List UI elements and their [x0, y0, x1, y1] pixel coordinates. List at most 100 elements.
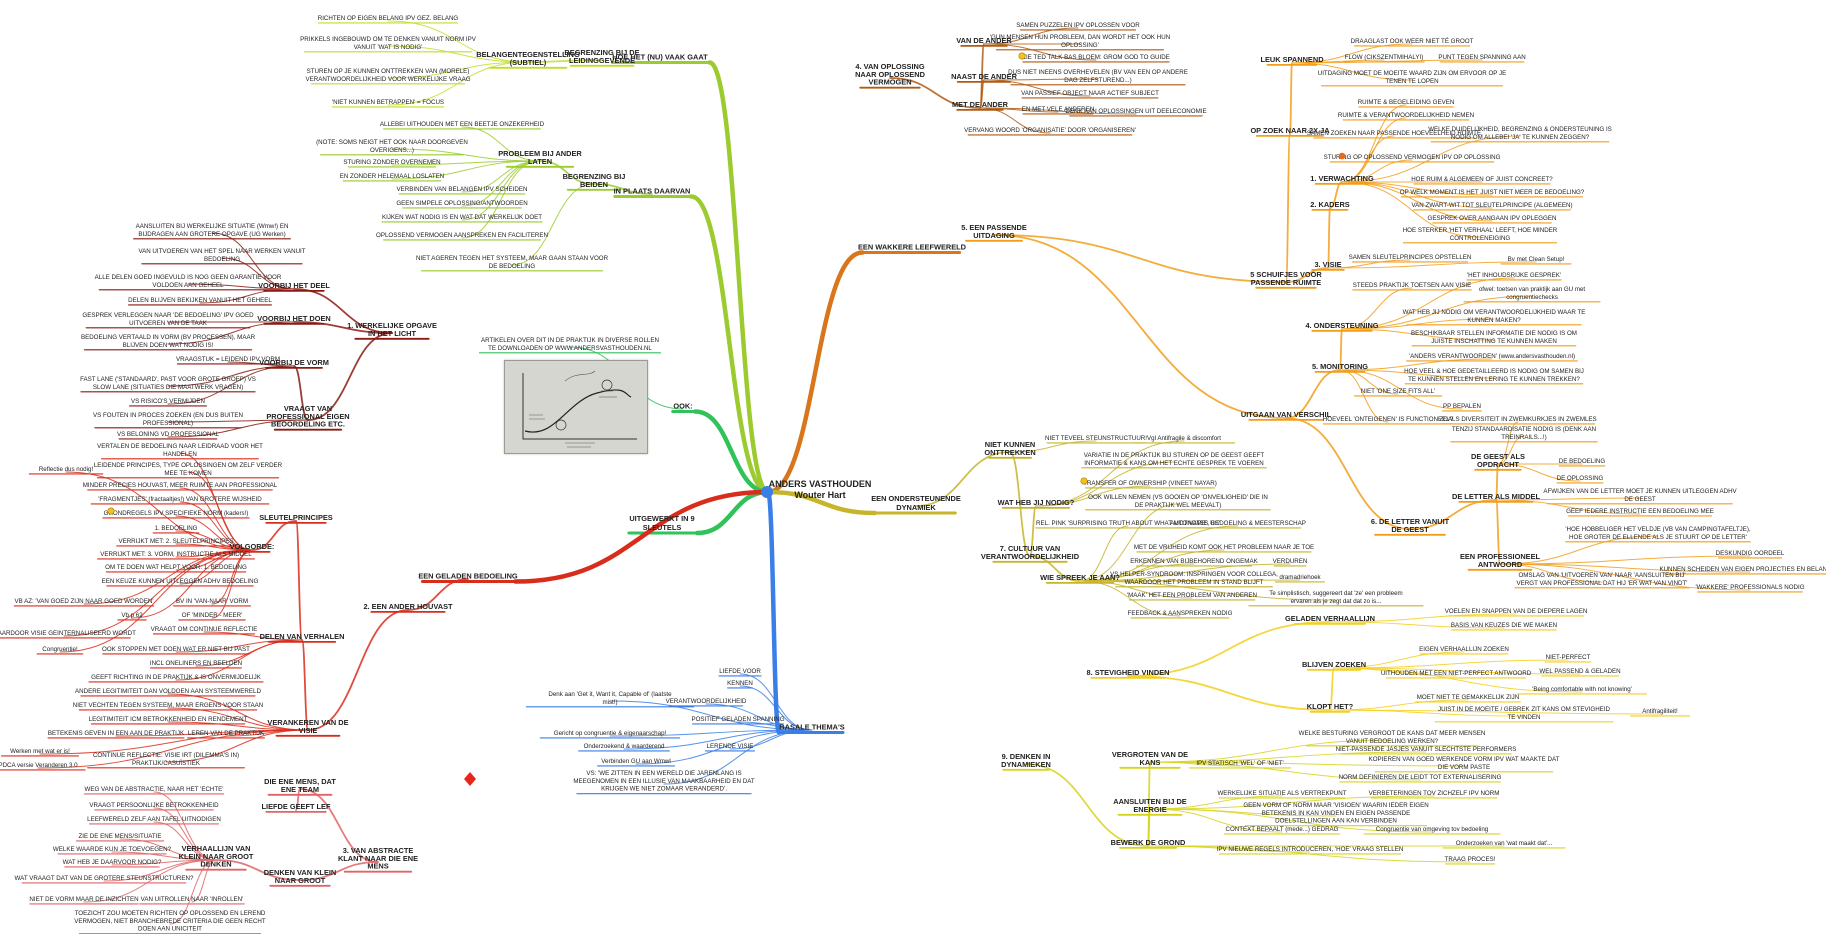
- node-label[interactable]: VOORBIJ HET DOEN: [257, 314, 331, 323]
- node-label[interactable]: VAN PASSIEF OBJECT NAAR ACTIEF SUBJECT: [1021, 90, 1159, 97]
- node-label[interactable]: VAN DE ANDER: [956, 36, 1012, 45]
- node-label[interactable]: Verbinden GU aan Wmwl: [601, 758, 670, 765]
- node-label[interactable]: VERTALEN DE BEDOELING NAAR LEIDRAAD VOOR…: [97, 443, 263, 458]
- node-label[interactable]: DRAAGLAST OOK WEER NIET TÉ GROOT: [1351, 38, 1474, 45]
- node-label[interactable]: Te simplistisch, suggereert dat 'ze' een…: [1269, 590, 1402, 605]
- node-label[interactable]: NIET TEVEEL STEUNSTRUCTUUR!: [1045, 435, 1147, 442]
- node-label[interactable]: 'HOE HOBBELIGER HET VELDJE (VB VAN CAMPI…: [1565, 526, 1751, 541]
- node-label[interactable]: VOORBIJ DE VORM: [259, 358, 329, 367]
- node-label[interactable]: PP BEPALEN: [1443, 403, 1481, 410]
- node-label[interactable]: SAMEN PUZZELEN IPV OPLOSSEN VOOR: [1016, 22, 1140, 29]
- node-label[interactable]: 4. ONDERSTEUNING: [1305, 321, 1378, 330]
- node-label[interactable]: 'MAAK' HET EEN PROBLEEM VAN ANDEREN: [1127, 592, 1257, 599]
- node-label[interactable]: DELEN VAN VERHALEN: [260, 632, 345, 641]
- node-label[interactable]: DE BEDOELING: [1559, 458, 1606, 465]
- node-label[interactable]: Vb p 62: [121, 612, 143, 619]
- node-label[interactable]: ZOALS DIVERSITEIT IN ZWEMKURKJES IN ZWEM…: [1439, 416, 1596, 423]
- node-label[interactable]: ERKENNEN VAN BIJBEHOREND ONGEMAK: [1130, 558, 1258, 565]
- node-label[interactable]: RUIMTE & VERANTWOORDELIJKHEID NEMEN: [1338, 112, 1474, 119]
- node-label[interactable]: WAT VRAAGT DAT VAN DE GROTERE STEUNSTRUC…: [15, 875, 194, 882]
- node-label[interactable]: Antifragiliteit!: [1642, 708, 1678, 715]
- node-label[interactable]: OM TE DOEN WAT HELPT VOOR: 1. BEDOELING: [105, 564, 247, 571]
- node-label[interactable]: EEN KEUZE KUNNEN UITLEGGEN ADHV BEDOELIN…: [102, 578, 259, 585]
- node-label[interactable]: EN ZONDER HELEMAAL LOSLATEN: [340, 173, 445, 180]
- node-label[interactable]: KLOPT HET?: [1307, 702, 1354, 711]
- node-label[interactable]: 5. MONITORING: [1312, 362, 1368, 371]
- node-label[interactable]: FEEDBACK & AANSPREKEN NODIG: [1128, 610, 1233, 617]
- node-label[interactable]: WERKELIJKE SITUATIE ALS VERTREKPUNT: [1217, 790, 1346, 797]
- node-label[interactable]: VERDUREN: [1273, 558, 1308, 565]
- node-label[interactable]: RICHTEN OP EIGEN BELANG IPV GEZ. BELANG: [318, 15, 459, 22]
- node-label[interactable]: WELKE DUIDELIJKHEID, BEGRENZING & ONDERS…: [1428, 126, 1612, 141]
- node-label[interactable]: TENZIJ STANDAARDISATIE NODIG IS (DENK AA…: [1452, 426, 1596, 441]
- node-label[interactable]: LIEFDE VOOR: [719, 668, 761, 675]
- node-label[interactable]: 'NIET KUNNEN BETRAPPEN' = FOCUS: [332, 99, 444, 106]
- node-label[interactable]: MOET NIET TE GEMAKKELIJK ZIJN: [1417, 694, 1519, 701]
- node-label[interactable]: KIJKEN WAT NODIG IS EN WAT DAT WERKELIJK…: [382, 214, 542, 221]
- node-label[interactable]: OP ZOEK NAAR 2X JA: [1250, 126, 1330, 135]
- node-label[interactable]: Vgl Antifragile & discomfort: [1147, 435, 1221, 442]
- node-label[interactable]: ZIE TED TALK BAS BLOEM: GROM GOD TO GUID…: [1022, 54, 1170, 61]
- node-label[interactable]: MET DE VRIJHEID KOMT OOK HET PROBLEEM NA…: [1134, 544, 1314, 551]
- node-label[interactable]: EIGEN VERHAALLIJN ZOEKEN: [1419, 646, 1509, 653]
- node-label[interactable]: DE LETTER ALS MIDDEL: [1452, 492, 1540, 501]
- node-label[interactable]: OOK WILLEN NEMEN (VS GOOIEN OP 'ONVEILIG…: [1088, 494, 1268, 509]
- node-label[interactable]: WAT HEB JIJ NODIG?: [998, 498, 1075, 507]
- node-label[interactable]: ZIE DE ENE MENS/SITUATIE: [78, 833, 161, 840]
- node-label[interactable]: WELKE WAARDE KUN JE TOEVOEGEN?: [53, 846, 172, 853]
- node-label[interactable]: Denk aan 'Get it, Want it, Capable of' (…: [548, 691, 672, 706]
- node-label[interactable]: EEN GELADEN BEDOELING: [418, 572, 518, 581]
- node-label[interactable]: 'HET INHOUDSRIJKE GESPREK': [1467, 272, 1561, 279]
- node-label[interactable]: GESPREK VERLEGGEN NAAR 'DE BEDOELING' IP…: [82, 312, 254, 327]
- node-label[interactable]: VARIATIE IN DE PRAKTIJK BIJ STUREN OP DE…: [1084, 452, 1265, 467]
- node-label[interactable]: LEGITIMITEIT ICM BETROKKENHEID EN RENDEM…: [89, 716, 248, 723]
- node-label[interactable]: SAMEN ZOEKEN NAAR PASSENDE HOEVEELHEID R…: [1307, 130, 1481, 137]
- node-label[interactable]: VS FOUTEN IN PROCES ZOEKEN (EN DUS BUITE…: [93, 412, 243, 427]
- node-label[interactable]: STUREN OP JE KUNNEN ONTTREKKEN VAN (MORE…: [305, 68, 470, 83]
- node-label[interactable]: PUNT TEGEN SPANNING AAN: [1438, 54, 1525, 61]
- node-label[interactable]: OF 'MINDER - MEER': [182, 612, 242, 619]
- node-label[interactable]: Onderzoeken van 'wat maakt dat'...: [1456, 840, 1553, 847]
- node-label[interactable]: WAARDOOR VISIE GEINTERNALISEERD WORDT: [0, 630, 136, 637]
- node-label[interactable]: DESKUNDIG OORDEEL: [1716, 550, 1785, 557]
- node-label[interactable]: MET DE ANDER: [952, 100, 1009, 109]
- node-label[interactable]: GEEN SIMPELE OPLOSSING/ANTWOORDEN: [396, 200, 527, 207]
- node-label[interactable]: GESPREK OVER AANGAAN IPV OPLEGGEN: [1428, 215, 1557, 222]
- node-label[interactable]: VOORBIJ HET DEEL: [258, 281, 330, 290]
- node-label[interactable]: VERBINDEN VAN BELANGEN IPV SCHEIDEN: [397, 186, 528, 193]
- node-label[interactable]: VERVANG WOORD 'ORGANISATIE' DOOR 'ORGANI…: [964, 127, 1136, 134]
- node-label[interactable]: VS BELONING VD PROFESSIONAL: [117, 431, 220, 438]
- node-label[interactable]: LEEFWERELD ZELF AAN TAFEL UITNODIGEN: [87, 816, 221, 823]
- node-label[interactable]: IPV STATISCH 'WEL' OF 'NIET': [1196, 760, 1283, 767]
- node-label[interactable]: DELEN BLIJVEN BEKIJKEN VANUIT HET GEHEEL: [128, 297, 272, 304]
- node-label[interactable]: OP WELK MOMENT IS HET JUIST NIET MEER DE…: [1400, 189, 1585, 196]
- node-label[interactable]: 8. STEVIGHEID VINDEN: [1087, 668, 1170, 677]
- node-label[interactable]: EN MET VELE ANDEREN: [1022, 106, 1094, 113]
- node-label[interactable]: JUIST IN DE MOEITE / GEBREK ZIT KANS OM …: [1438, 706, 1611, 721]
- node-label[interactable]: NAAST DE ANDER: [951, 72, 1017, 81]
- node-label[interactable]: LIEFDE GEEFT LEF: [262, 802, 331, 811]
- node-label[interactable]: IPV NIEUWE REGELS INTRODUCEREN, 'HOE' VR…: [1217, 846, 1404, 853]
- node-label[interactable]: WELKE BESTURING VERGROOT DE KANS DAT MEE…: [1299, 730, 1486, 745]
- node-label[interactable]: STURING ZONDER OVERNEMEN: [343, 159, 440, 166]
- node-label[interactable]: 3. VISIE: [1314, 260, 1341, 269]
- node-label[interactable]: 'GUN MENSEN HUN PROBLEEM, DAN WORDT HET …: [990, 34, 1170, 49]
- node-label[interactable]: VRAAGSTUK = LEIDEND IPV VORM: [176, 356, 280, 363]
- node-label[interactable]: BLIJVEN ZOEKEN: [1302, 660, 1366, 669]
- node-label[interactable]: VRAAGT OM CONTINUE REFLECTIE: [151, 626, 258, 633]
- node-label[interactable]: Congruentie van omgeving tov bedoeling: [1376, 826, 1489, 833]
- node-label[interactable]: ARTIKELEN OVER DIT IN DE PRAKTIJK IN DIV…: [481, 337, 659, 352]
- node-label[interactable]: GEEFT RICHTING IN DE PRAKTIJK & IS ONVER…: [91, 674, 262, 681]
- node-label[interactable]: LEIDENDE PRINCIPES, TYPE OPLOSSINGEN OM …: [94, 462, 283, 477]
